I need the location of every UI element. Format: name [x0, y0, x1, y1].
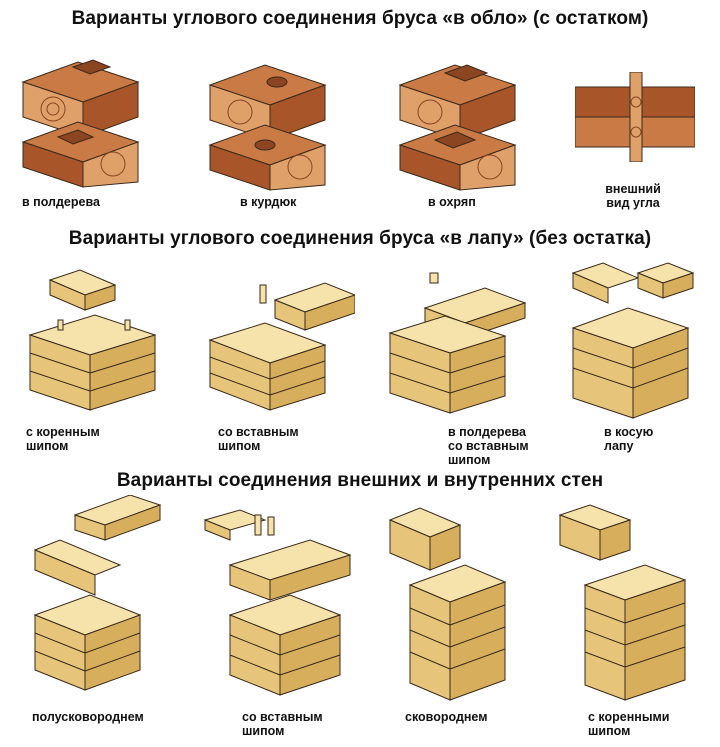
- caption-vneshniy: внешний вид угла: [605, 182, 661, 210]
- caption-korennym: с коренным шипом: [26, 425, 100, 453]
- diagram-vstavnym-walls: [200, 505, 360, 700]
- caption-kosuyu: в косую лапу: [604, 425, 654, 453]
- caption-skovorodnem: сковороднем: [405, 710, 488, 724]
- caption-poldereva-vstavnym: в полдерева со вставным шипом: [448, 425, 529, 467]
- caption-okhryap: в охряп: [428, 195, 476, 209]
- caption-vstavnym-1: со вставным шипом: [218, 425, 299, 453]
- caption-kurdyuk: в курдюк: [240, 195, 297, 209]
- diagram-skovorodnem: [385, 500, 515, 705]
- diagram-vneshniy-vid: [575, 72, 695, 162]
- diagram-poluskovorodnem: [30, 495, 165, 695]
- diagram-korennymi-walls: [555, 500, 695, 705]
- diagram-korennym-shipom: [25, 265, 165, 415]
- caption-korennymi: с коренными шипом: [588, 710, 670, 738]
- diagram-poldereva-vstavnym: [385, 268, 535, 418]
- diagram-poldereva-oblo: [18, 42, 148, 192]
- diagram-kurdyuk: [205, 50, 335, 195]
- section-title-walls: Варианты соединения внешних и внутренних…: [116, 470, 604, 491]
- diagram-vstavnym-shipom: [205, 275, 355, 415]
- caption-poluskovorodnem: полусковороднем: [32, 710, 144, 724]
- section-title-oblo: Варианты углового соединения бруса «в об…: [71, 8, 649, 29]
- caption-vstavnym-2: со вставным шипом: [242, 710, 323, 738]
- caption-poldereva: в полдерева: [22, 195, 100, 209]
- diagram-okhryap: [395, 45, 525, 195]
- section-title-lapu: Варианты углового соединения бруса «в ла…: [68, 228, 652, 249]
- diagram-kosuyu-lapu: [568, 258, 698, 423]
